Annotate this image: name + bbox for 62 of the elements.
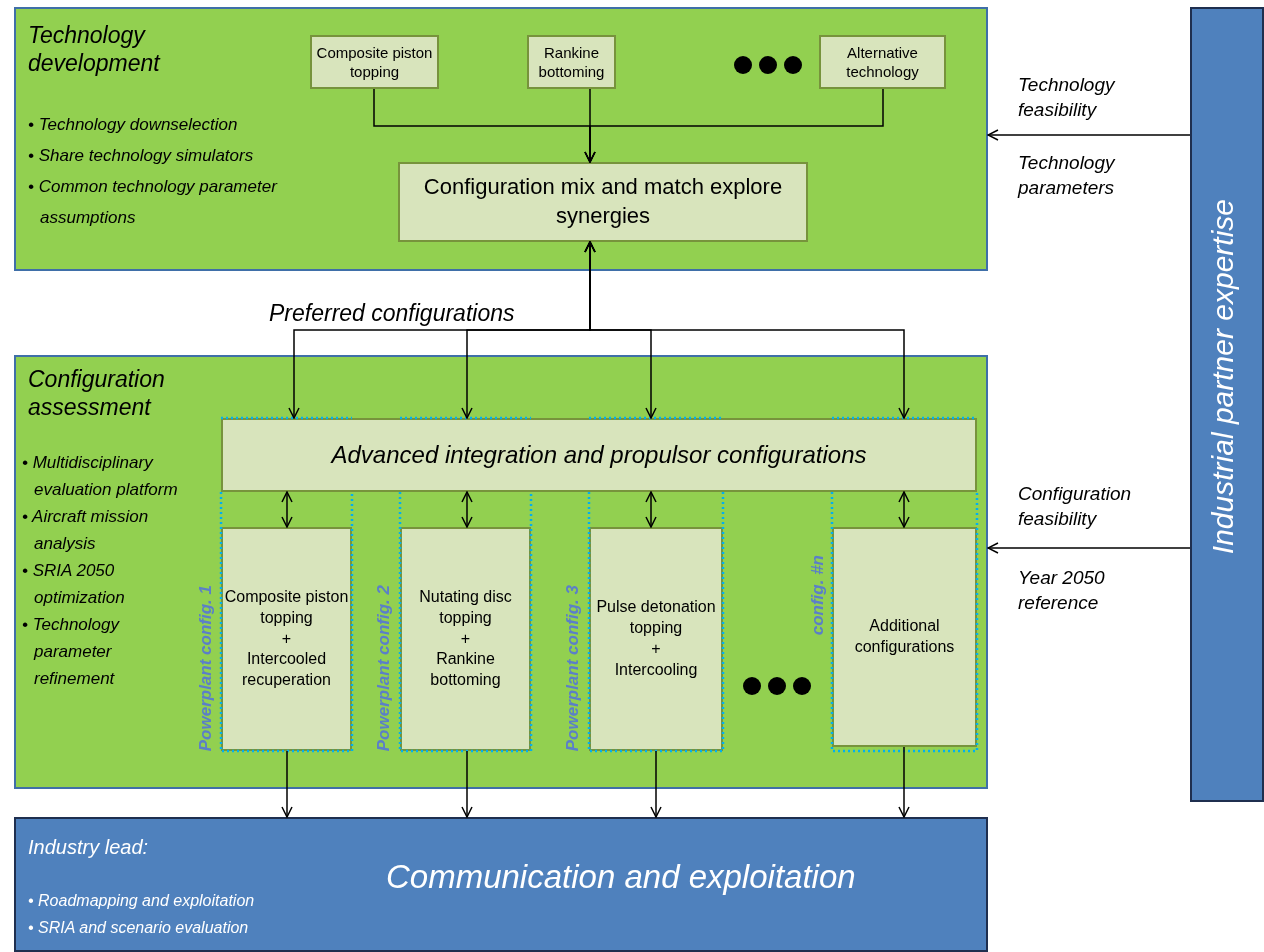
- process-box: [221, 527, 352, 751]
- bullet-item: • SRIA and scenario evaluation: [28, 918, 250, 938]
- note-text: Year 2050 reference: [1018, 566, 1106, 615]
- box-text: +: [651, 639, 661, 659]
- bullet-item: • Roadmapping and exploitation: [28, 891, 256, 911]
- arrow: [987, 542, 1191, 554]
- arrow: [987, 129, 1191, 141]
- arrow: [461, 491, 473, 528]
- box-text: Alternative technology: [845, 42, 920, 82]
- arrow: [650, 750, 662, 818]
- box-text: Nutating disc topping: [418, 587, 513, 628]
- arrow: [584, 88, 884, 163]
- panel-heading: Configuration assessment: [28, 365, 166, 421]
- box-text: +: [460, 628, 471, 649]
- panel: [14, 7, 988, 271]
- arrow: [281, 491, 293, 528]
- process-box: [310, 35, 439, 89]
- panel-title: Communication and exploitation: [386, 857, 857, 897]
- bullet-item: • Technology downselection: [28, 114, 239, 136]
- process-box: [398, 162, 808, 242]
- bullet-item: • Technology parameter refinement: [22, 614, 121, 690]
- arrow: [281, 750, 293, 818]
- box-text: Composite piston topping: [315, 42, 434, 82]
- box-text: Rankine bottoming: [537, 42, 606, 82]
- process-box: [221, 418, 977, 492]
- bullet-item: • Common technology parameter assumptions: [28, 176, 279, 229]
- box-text: Composite piston topping: [223, 587, 350, 628]
- bullet-item: • Share technology simulators: [28, 145, 255, 167]
- arrow: [898, 746, 910, 818]
- vertical-title: Industrial partner expertise: [1206, 199, 1240, 555]
- panel-heading: Technology development: [28, 21, 162, 77]
- box-text: Additional configurations: [853, 616, 956, 657]
- bullet-item: • SRIA 2050 optimization: [22, 560, 126, 609]
- process-box: [400, 527, 531, 751]
- note-text: Technology parameters: [1018, 151, 1117, 200]
- column-label: config. #n: [808, 555, 828, 636]
- column-label: Powerplant config. 3: [563, 584, 583, 751]
- arrow: [645, 491, 657, 528]
- column-label: Powerplant config. 1: [196, 584, 216, 751]
- process-box: [589, 527, 723, 751]
- column-label: Powerplant config. 2: [374, 584, 394, 751]
- box-text: Intercooling: [614, 659, 698, 680]
- box-text: Intercooled recuperation: [241, 649, 332, 691]
- arrow: [584, 241, 910, 419]
- panel: [14, 355, 988, 789]
- note-text: Technology feasibility: [1018, 73, 1117, 122]
- arrow: [461, 750, 473, 818]
- arrow: [898, 491, 910, 528]
- bullet-item: • Aircraft mission analysis: [22, 506, 150, 555]
- box-text: Configuration mix and match explore synergies: [422, 173, 784, 230]
- panel: [14, 817, 988, 952]
- box-text: Advanced integration and propulsor configurations: [331, 440, 867, 471]
- box-text: Pulse detonation topping: [595, 597, 717, 639]
- panel-heading: Industry lead:: [28, 835, 150, 860]
- box-text: +: [281, 628, 292, 649]
- process-box: [832, 527, 977, 747]
- box-text: Rankine bottoming: [429, 649, 502, 691]
- bullet-item: • Multidisciplinary evaluation platform: [22, 452, 179, 501]
- note-text: Configuration feasibility: [1018, 482, 1133, 531]
- process-box: [527, 35, 616, 89]
- side-bar: [1190, 7, 1264, 802]
- process-box: [819, 35, 946, 89]
